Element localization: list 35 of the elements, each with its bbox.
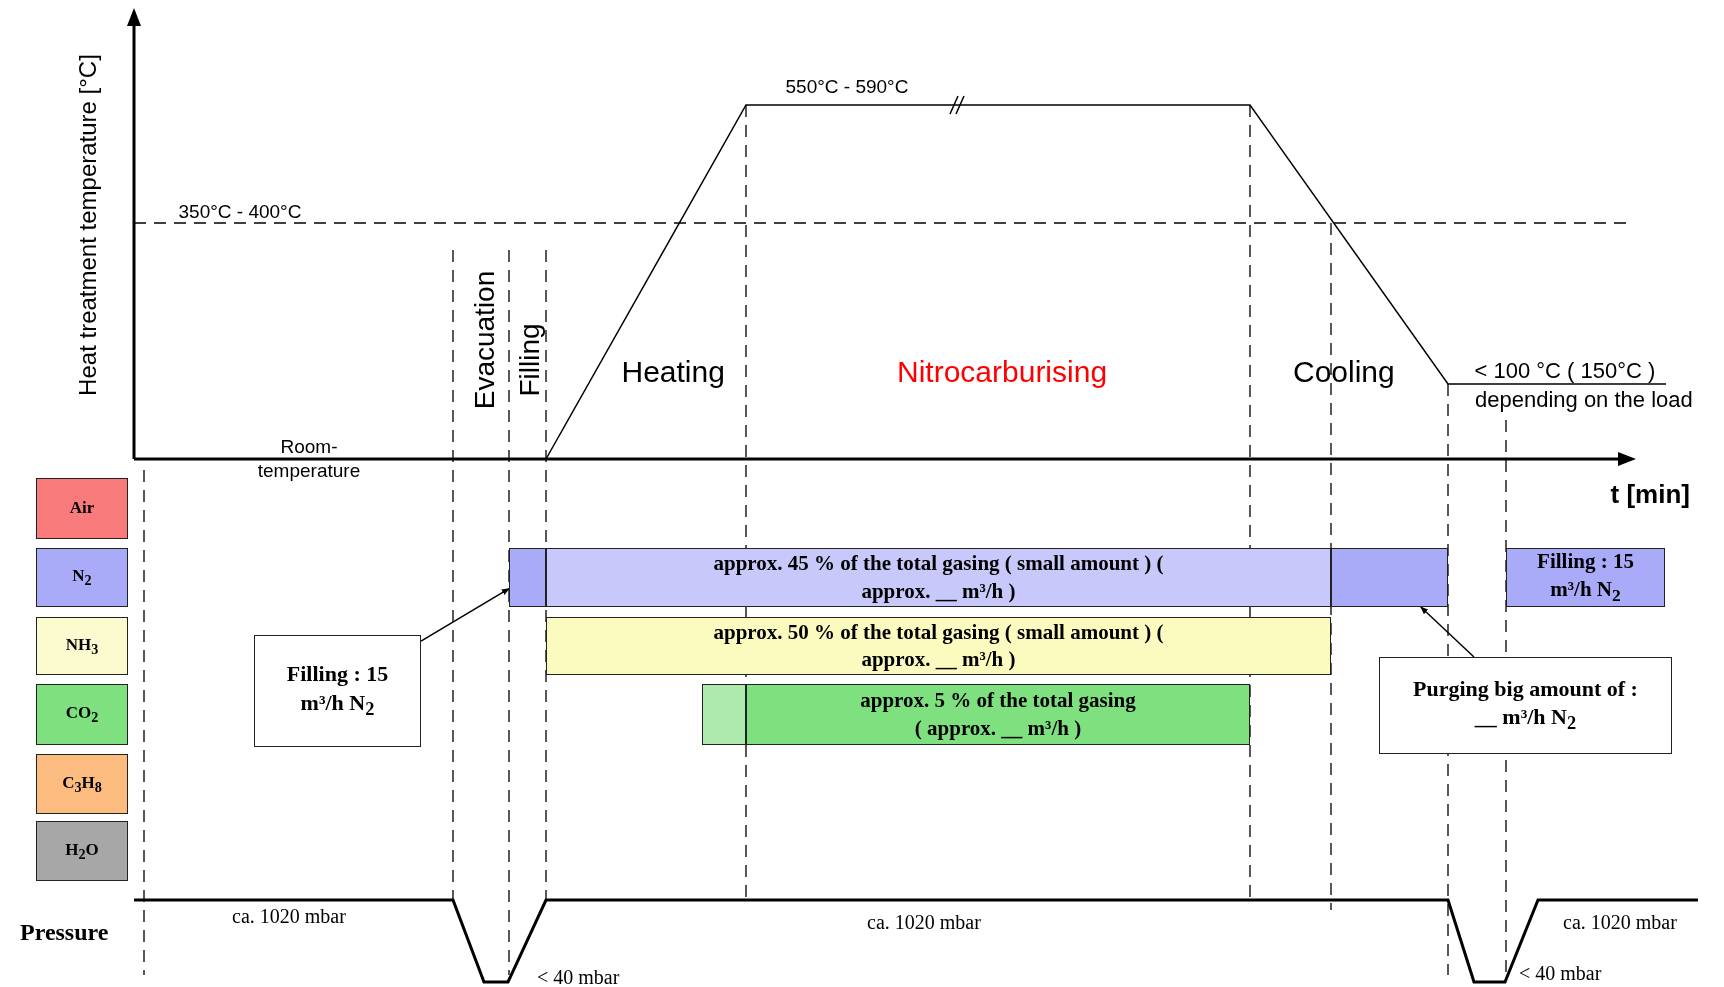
- temperature-label: 350°C - 400°C: [178, 201, 302, 223]
- leader-arrow: [420, 587, 510, 642]
- phase-label: Heating: [621, 355, 725, 389]
- temperature-label: < 100 °C ( 150°C ): [1474, 358, 1656, 384]
- gas-box: NH$_{3}$: [36, 617, 128, 675]
- pressure-label: < 40 mbar: [537, 965, 620, 987]
- gas-box: N$_{2}$: [36, 548, 128, 607]
- gas-box: Air: [36, 478, 128, 539]
- temperature-label: 550°C - 590°C: [785, 76, 909, 98]
- pressure-label: ca. 1020 mbar: [867, 910, 981, 934]
- gas-flow-bar: approx. 50 % of the total gasing ( small amount ) ( approx. __ m³/h ): [546, 617, 1331, 675]
- gas-box: H$_{2}$O: [36, 821, 128, 881]
- phase-label: Filling: [513, 323, 546, 397]
- callout-box: Purging big amount of : __ m³/h N$_{2}$: [1379, 657, 1672, 754]
- gas-box: C$_{3}$H$_{8}$: [36, 754, 128, 814]
- note-text: depending on the load: [1475, 387, 1693, 413]
- gas-flow-bar: [1331, 548, 1448, 607]
- pressure-label: ca. 1020 mbar: [232, 904, 346, 928]
- callout-box: Filling : 15 m³/h N$_{2}$: [254, 635, 421, 747]
- row-label: Pressure: [20, 918, 109, 946]
- phase-label: Cooling: [1293, 355, 1395, 389]
- gas-flow-bar: [702, 684, 746, 745]
- phase-label: Nitrocarburising: [897, 355, 1108, 389]
- temperature-label: Room- temperature: [256, 434, 362, 484]
- axis-title: Heat treatment temperature [°C]: [73, 54, 102, 396]
- leader-arrow: [1420, 606, 1475, 658]
- pressure-label: ca. 1020 mbar: [1563, 910, 1677, 934]
- gas-flow-bar: approx. 5 % of the total gasing ( approx. __ m³/h ): [746, 684, 1250, 745]
- phase-label: Evacuation: [468, 270, 501, 410]
- pressure-label: < 40 mbar: [1519, 961, 1602, 985]
- gas-flow-bar: Filling : 15 m³/h N$_{2}$: [1506, 548, 1665, 607]
- gas-flow-bar: approx. 45 % of the total gasing ( small amount ) ( approx. __ m³/h ): [546, 548, 1331, 607]
- gas-flow-bar: [509, 548, 546, 607]
- axis-title: t [min]: [1610, 478, 1690, 510]
- gas-box: CO$_{2}$: [36, 684, 128, 745]
